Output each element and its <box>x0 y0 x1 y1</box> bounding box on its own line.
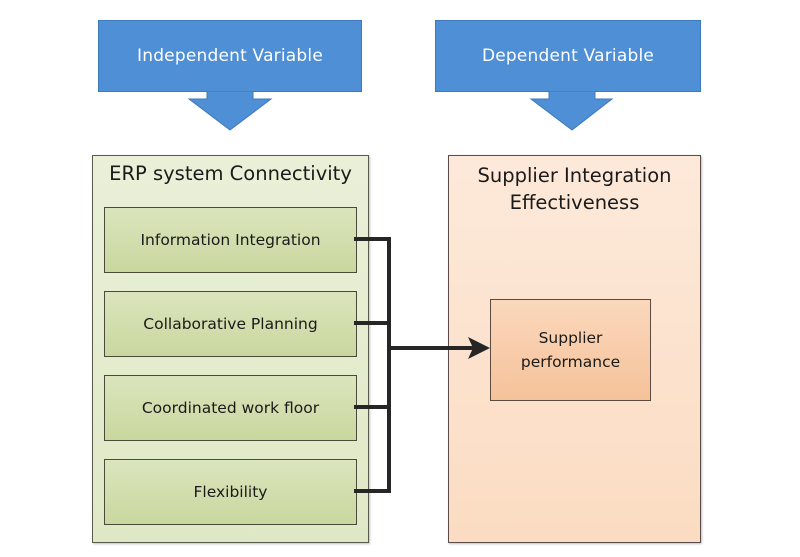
factor-label: Information Integration <box>140 231 321 249</box>
outcome-supplier-performance: Supplier performance <box>490 299 651 401</box>
factor-collaborative-planning: Collaborative Planning <box>104 291 357 357</box>
dependent-variable-callout: Dependent Variable <box>435 20 701 132</box>
dependent-group-title-line2: Effectiveness <box>509 191 640 214</box>
independent-variable-group: ERP system Connectivity Information Inte… <box>92 155 369 543</box>
independent-group-title: ERP system Connectivity <box>109 162 352 185</box>
outcome-label-line2: performance <box>520 353 621 371</box>
factor-label: Coordinated work floor <box>141 399 320 417</box>
down-arrow-icon <box>187 91 273 131</box>
factor-information-integration: Information Integration <box>104 207 357 273</box>
independent-variable-callout: Independent Variable <box>98 20 362 132</box>
factor-coordinated-work-floor: Coordinated work floor <box>104 375 357 441</box>
down-arrow-icon <box>529 91 614 131</box>
dependent-variable-group: Supplier Integration Effectiveness Suppl… <box>448 155 701 543</box>
dependent-group-title: Supplier Integration Effectiveness <box>449 162 700 216</box>
dependent-variable-label: Dependent Variable <box>435 20 701 92</box>
factor-label: Flexibility <box>193 483 268 501</box>
factor-flexibility: Flexibility <box>104 459 357 525</box>
outcome-label-line1: Supplier <box>538 329 603 347</box>
dependent-group-title-line1: Supplier Integration <box>477 164 672 187</box>
independent-variable-label: Independent Variable <box>98 20 362 92</box>
factor-label: Collaborative Planning <box>143 315 318 333</box>
